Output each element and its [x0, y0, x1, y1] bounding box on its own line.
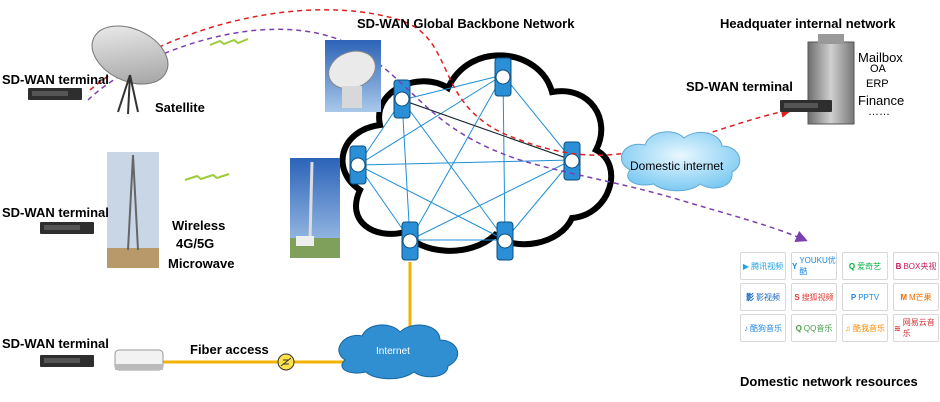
- resource-tile: ≋网易云音乐: [893, 314, 939, 342]
- backbone-mesh-links: [357, 74, 573, 241]
- wireless-signal: [209, 38, 249, 46]
- red-dashed-path: [89, 9, 793, 156]
- router-node: [401, 221, 419, 261]
- resource-tile-label: 网易云音乐: [902, 318, 935, 338]
- wireless-terminal-label: SD-WAN terminal: [2, 205, 109, 220]
- hq-service-mailbox: Mailbox: [858, 50, 903, 65]
- resource-tile-label: PPTV: [858, 292, 880, 302]
- purple-dashed-path: [87, 28, 808, 242]
- hq-service-finance: Finance: [858, 93, 905, 108]
- fiber-terminal-label: SD-WAN terminal: [2, 336, 109, 351]
- satellite-dish-image: [91, 25, 169, 115]
- resource-tile: ♫酷我音乐: [842, 314, 888, 342]
- router-node: [393, 79, 411, 119]
- app-logo-icon: Q: [848, 261, 856, 271]
- domestic-resources-title: Domestic network resources: [740, 374, 918, 389]
- resource-tile-label: 影视频: [756, 292, 780, 302]
- resource-tile: ♪酷狗音乐: [740, 314, 786, 342]
- satellite-photo: [325, 40, 381, 112]
- app-logo-icon: B: [895, 261, 902, 271]
- internet-cloud: [338, 324, 459, 380]
- resource-tile-label: M芒果: [909, 292, 932, 302]
- domestic-internet-cloud: [620, 131, 741, 192]
- app-logo-icon: Y: [792, 261, 798, 271]
- resource-tile-label: 爱奇艺: [857, 261, 882, 271]
- internet-cloud-label: Internet: [376, 346, 410, 357]
- resource-tile-label: 酷狗音乐: [750, 323, 782, 333]
- sdwan-terminal-device: [40, 355, 94, 367]
- app-logo-icon: ♪: [744, 323, 748, 333]
- router-node: [349, 145, 367, 185]
- fiber-modem-device: [114, 349, 164, 371]
- sdwan-terminal-device: [28, 88, 82, 100]
- fiber-link: [160, 262, 412, 371]
- tower-photo-right: [290, 158, 340, 258]
- hq-service-more: ……: [868, 106, 890, 118]
- app-logo-icon: Q: [795, 323, 802, 333]
- app-logo-icon: ≋: [894, 323, 901, 333]
- hq-service-oa: OA: [870, 63, 886, 75]
- app-logo-icon: ♫: [845, 323, 851, 333]
- wireless-signal: [184, 173, 230, 181]
- resource-tile-label: 腾讯视频: [751, 261, 784, 271]
- 4g5g-label: 4G/5G: [176, 236, 215, 251]
- resource-tile-label: 搜狐视频: [801, 292, 834, 302]
- app-logo-icon: P: [850, 292, 857, 302]
- satellite-label: Satellite: [155, 100, 205, 115]
- app-logo-icon: 影: [746, 292, 754, 302]
- wireless-label: Wireless: [172, 218, 226, 233]
- resource-tile: ▶腾讯视频: [740, 252, 786, 280]
- diagram-title: SD-WAN Global Backbone Network: [357, 16, 575, 31]
- backbone-routers: [349, 57, 581, 261]
- resource-tile-label: YOUKU优酷: [799, 256, 836, 276]
- sdwan-terminal-device: [780, 100, 832, 112]
- hq-terminal-label: SD-WAN terminal: [686, 79, 793, 94]
- tower-photo-left: [107, 152, 159, 268]
- router-node: [563, 141, 581, 181]
- microwave-label: Microwave: [168, 256, 235, 271]
- router-node: [494, 57, 512, 97]
- domestic-internet-label: Domestic internet: [630, 159, 724, 173]
- hq-service-erp: ERP: [866, 78, 889, 90]
- app-logo-icon: S: [794, 292, 800, 302]
- sdwan-terminal-device: [40, 222, 94, 234]
- resource-tile-label: BOX央视: [903, 261, 937, 271]
- app-logo-icon: M: [900, 292, 907, 302]
- resource-tile-label: QQ音乐: [803, 323, 833, 333]
- resource-tile: 影影视频: [740, 283, 786, 311]
- headquarter-title: Headquater internal network: [720, 16, 896, 31]
- satellite-terminal-label: SD-WAN terminal: [2, 72, 109, 87]
- router-node: [496, 221, 514, 261]
- resource-tile-label: 酷我音乐: [853, 323, 885, 333]
- app-logo-icon: ▶: [742, 261, 750, 271]
- fiber-access-label: Fiber access: [190, 342, 269, 357]
